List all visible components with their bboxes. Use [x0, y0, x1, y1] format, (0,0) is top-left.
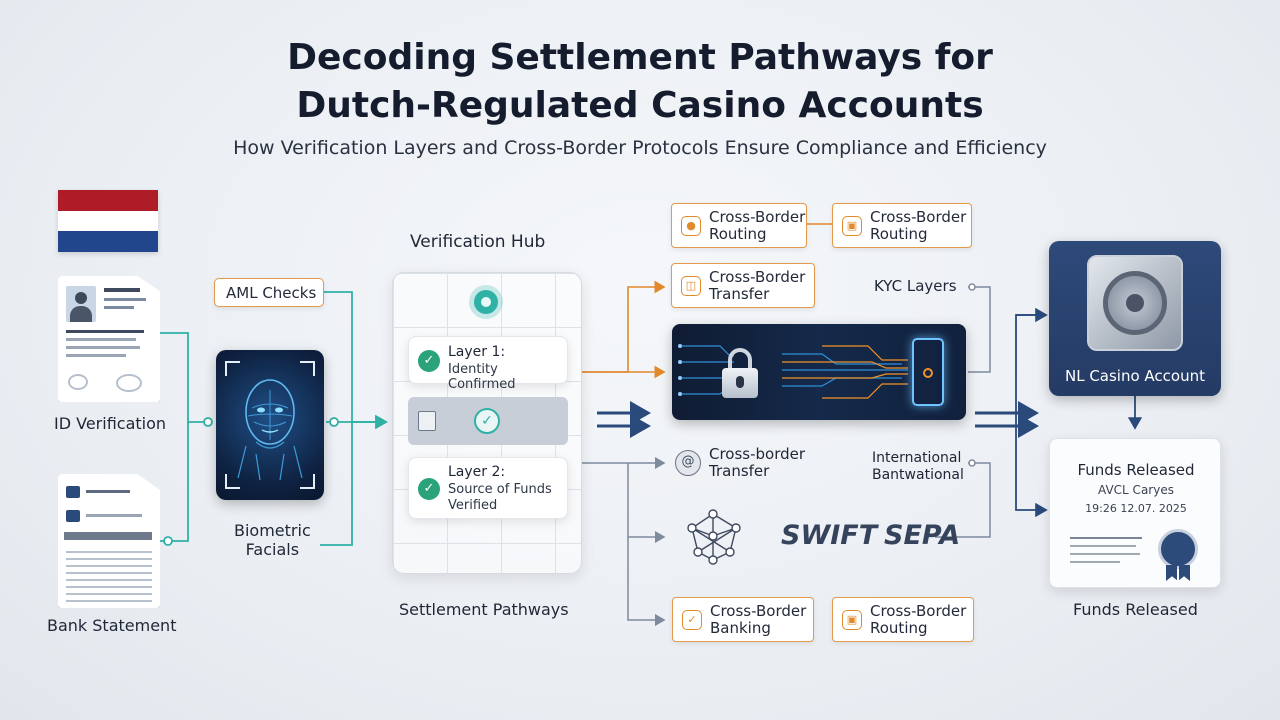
route-pill-top-left-line2: Routing: [709, 224, 767, 243]
check-circle-icon: ✓: [474, 408, 500, 434]
page-title-line1: Decoding Settlement Pathways for: [287, 37, 993, 78]
funds-released-card: Funds Released AVCL Caryes 19:26 12.07. …: [1049, 438, 1221, 588]
layer2-card: ✓ Layer 2: Source of Funds Verified: [408, 457, 568, 519]
cross-border-transfer-line2: Transfer: [709, 462, 770, 480]
briefcase-icon: ▣: [842, 215, 862, 236]
biometric-label-line2: Facials: [245, 540, 300, 559]
aml-checks-label: AML Checks: [226, 284, 317, 302]
page-title-line2: Dutch-Regulated Casino Accounts: [296, 85, 984, 126]
id-document-icon: [58, 276, 160, 402]
international-label: International Bantwational: [872, 450, 964, 484]
route-pill-bottom-right-line1: Cross-Border: [870, 601, 967, 620]
hub-node-icon: [474, 290, 498, 314]
casino-account-label: NL Casino Account: [1064, 367, 1205, 385]
layer2-subtitle-1: Source of Funds: [448, 482, 552, 497]
aml-checks-tag: AML Checks: [214, 278, 324, 307]
bank-statement-icon: [58, 474, 160, 608]
casino-account-card: NL Casino Account: [1049, 241, 1221, 396]
vault-icon: [1087, 255, 1183, 351]
face-scan-icon: [225, 361, 315, 489]
route-pill-top-left-line1: Cross-Border: [709, 207, 806, 226]
cross-border-transfer-label: Cross-border Transfer: [709, 446, 805, 480]
bank-statement-label: Bank Statement: [47, 616, 177, 635]
biometric-label: Biometric Facials: [234, 521, 311, 559]
settlement-pathways-label: Settlement Pathways: [399, 600, 569, 619]
person-icon: ●: [681, 215, 701, 236]
padlock-icon: [722, 348, 758, 400]
layer1-subtitle: Identity Confirmed: [448, 362, 516, 392]
biometric-label-line1: Biometric: [234, 521, 311, 540]
netherlands-flag-icon: [58, 190, 158, 252]
document-icon: [418, 411, 436, 431]
route-pill-bottom-left-line1: Cross-Border: [710, 601, 807, 620]
check-icon: ✓: [418, 478, 440, 500]
seal-ribbon-icon: [1166, 565, 1190, 581]
route-pill-top-right-line2: Routing: [870, 224, 928, 243]
package-icon: ◫: [681, 275, 701, 296]
phone-icon: [912, 338, 944, 406]
layer1-title: Layer 1:: [448, 344, 506, 360]
check-icon: ✓: [418, 350, 440, 372]
id-verification-label: ID Verification: [54, 414, 167, 433]
kyc-layers-label: KYC Layers: [874, 277, 957, 295]
cross-border-transfer-line1: Cross-border: [709, 445, 806, 463]
funds-released-line2: 19:26 12.07. 2025: [1085, 502, 1187, 515]
sepa-label: SEPA: [884, 520, 961, 551]
verification-hub-title: Verification Hub: [410, 232, 546, 252]
funds-released-title: Funds Released: [1077, 461, 1195, 479]
page-title: Decoding Settlement Pathways for Dutch-R…: [0, 34, 1280, 130]
funds-released-line1: AVCL Caryes: [1098, 483, 1174, 497]
layer2-title: Layer 2:: [448, 464, 506, 480]
international-line1: International: [872, 450, 962, 466]
pending-layer-row: ✓: [408, 397, 568, 445]
route-pill-bottom-right-line2: Routing: [870, 618, 928, 637]
swift-label: SWIFT: [781, 520, 878, 551]
globe-icon: @: [675, 450, 701, 476]
route-pill-top-right-line1: Cross-Border: [870, 207, 967, 226]
international-line2: Bantwational: [872, 467, 964, 483]
network-nodes-icon: [687, 509, 741, 565]
seal-icon: [1158, 529, 1198, 569]
route-pill-bottom-left-line2: Banking: [710, 618, 771, 637]
biometric-scan-card: [216, 350, 324, 500]
briefcase-icon: ▣: [842, 609, 862, 630]
route-pill-transfer-line1: Cross-Border: [709, 267, 806, 286]
route-pill-transfer-line2: Transfer: [709, 284, 770, 303]
layer2-subtitle-2: Verified: [448, 498, 498, 513]
checklist-icon: ✓: [682, 609, 702, 630]
funds-released-footer: Funds Released: [1073, 600, 1198, 619]
secure-circuit-banner: [672, 324, 966, 420]
layer1-card: ✓ Layer 1: Identity Confirmed: [408, 336, 568, 392]
page-subtitle: How Verification Layers and Cross-Border…: [233, 137, 1047, 159]
